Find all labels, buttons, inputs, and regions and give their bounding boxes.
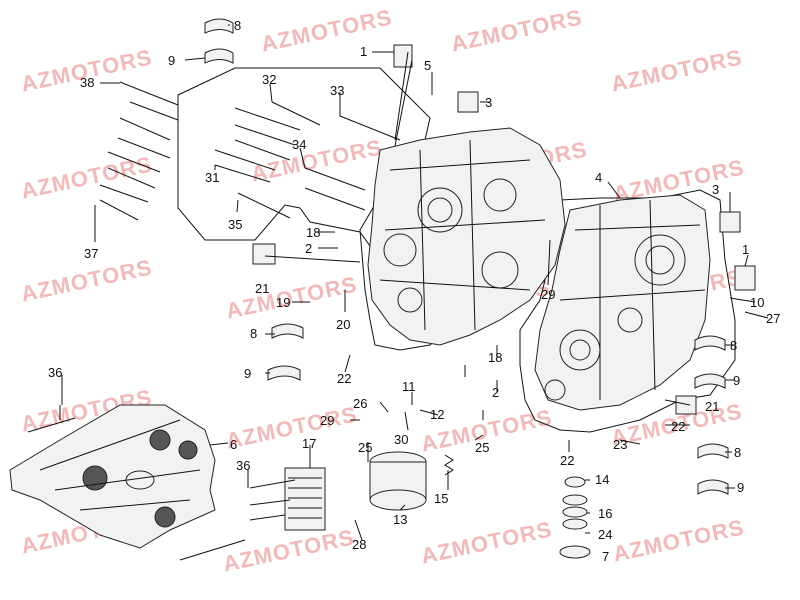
callout-9: 9 bbox=[737, 480, 744, 495]
callout-5: 5 bbox=[424, 58, 431, 73]
callout-21: 21 bbox=[705, 399, 719, 414]
callout-35: 35 bbox=[228, 217, 242, 232]
callout-30: 30 bbox=[394, 432, 408, 447]
callout-3: 3 bbox=[712, 182, 719, 197]
callout-38: 38 bbox=[80, 75, 94, 90]
callout-33: 33 bbox=[330, 83, 344, 98]
callout-31: 31 bbox=[205, 170, 219, 185]
callout-8: 8 bbox=[250, 326, 257, 341]
callout-8: 8 bbox=[730, 338, 737, 353]
callout-7: 7 bbox=[602, 549, 609, 564]
callout-8: 8 bbox=[234, 18, 241, 33]
oil-cooler bbox=[284, 467, 326, 531]
callout-11: 11 bbox=[402, 379, 416, 394]
callout-22: 22 bbox=[337, 371, 351, 386]
callout-32: 32 bbox=[262, 72, 276, 87]
callout-2: 2 bbox=[492, 385, 499, 400]
callout-13: 13 bbox=[393, 512, 407, 527]
callout-9: 9 bbox=[244, 366, 251, 381]
callout-16: 16 bbox=[598, 506, 612, 521]
callout-4: 4 bbox=[595, 170, 602, 185]
callout-22: 22 bbox=[560, 453, 574, 468]
callout-18: 18 bbox=[306, 225, 320, 240]
callout-20: 20 bbox=[336, 317, 350, 332]
bearings bbox=[204, 18, 756, 495]
callout-1: 1 bbox=[742, 242, 749, 257]
callout-34: 34 bbox=[292, 137, 306, 152]
callout-25: 25 bbox=[475, 440, 489, 455]
callout-37: 37 bbox=[84, 246, 98, 261]
callout-36: 36 bbox=[48, 365, 62, 380]
callout-22: 22 bbox=[671, 419, 685, 434]
callout-6: 6 bbox=[230, 437, 237, 452]
callout-12: 12 bbox=[430, 407, 444, 422]
callout-2: 2 bbox=[305, 241, 312, 256]
callout-14: 14 bbox=[595, 472, 609, 487]
callout-9: 9 bbox=[733, 373, 740, 388]
callout-17: 17 bbox=[302, 436, 316, 451]
right-case-frame bbox=[519, 189, 736, 433]
callout-23: 23 bbox=[613, 437, 627, 452]
callout-27: 27 bbox=[766, 311, 780, 326]
left-crankcase bbox=[367, 127, 566, 346]
callout-29: 29 bbox=[541, 287, 555, 302]
callout-26: 26 bbox=[353, 396, 367, 411]
callout-21: 21 bbox=[255, 281, 269, 296]
spring bbox=[444, 454, 454, 476]
oil-strainer-stack bbox=[559, 476, 591, 559]
callout-1: 1 bbox=[360, 44, 367, 59]
callout-29: 29 bbox=[320, 413, 334, 428]
callout-36: 36 bbox=[236, 458, 250, 473]
callout-28: 28 bbox=[352, 537, 366, 552]
callout-24: 24 bbox=[598, 527, 612, 542]
right-crankcase bbox=[534, 194, 711, 411]
callout-15: 15 bbox=[434, 491, 448, 506]
oil-filter bbox=[369, 451, 427, 511]
callout-3: 3 bbox=[485, 95, 492, 110]
leader-lines bbox=[61, 24, 769, 541]
callout-8: 8 bbox=[734, 445, 741, 460]
callout-19: 19 bbox=[276, 295, 290, 310]
skid-plate bbox=[9, 404, 216, 549]
bolts bbox=[27, 81, 401, 561]
callout-18: 18 bbox=[488, 350, 502, 365]
callout-10: 10 bbox=[750, 295, 764, 310]
callout-25: 25 bbox=[358, 440, 372, 455]
callout-9: 9 bbox=[168, 53, 175, 68]
